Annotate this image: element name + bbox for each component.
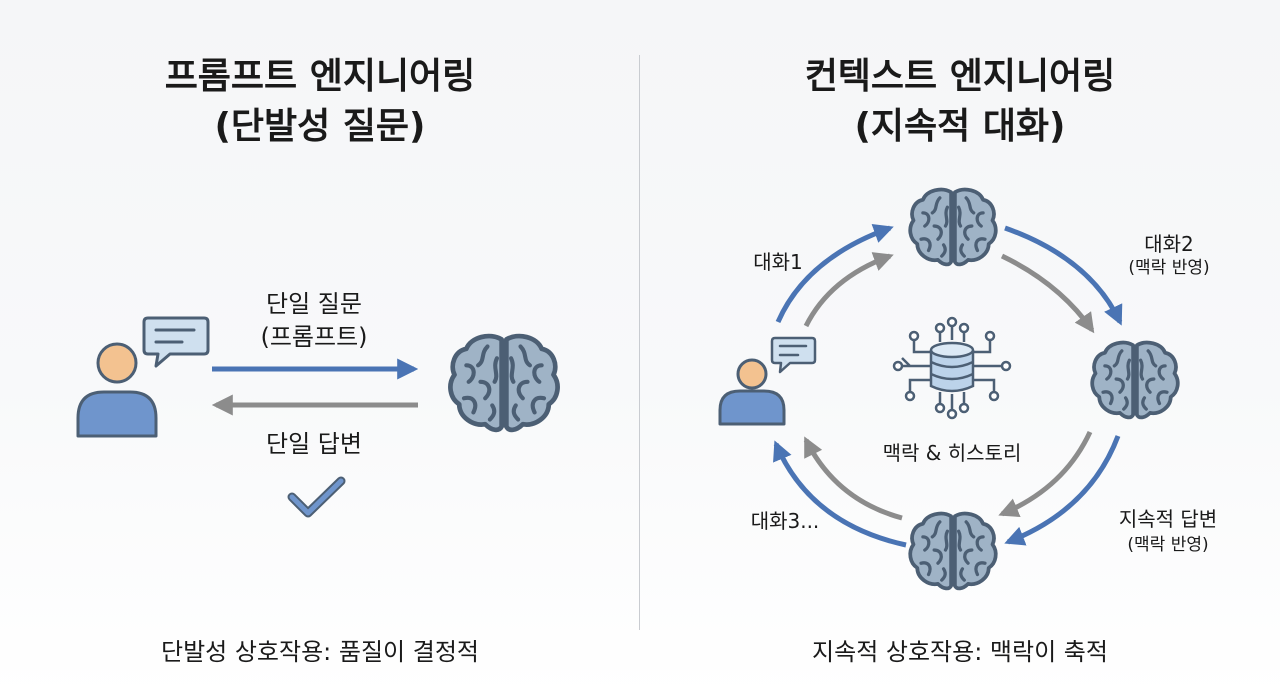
- answer-label: 지속적 답변: [1118, 507, 1218, 531]
- panel-divider: [639, 55, 640, 630]
- inner-arrow-2: [1000, 253, 1095, 334]
- prompt-engineering-panel: 프롬프트 엔지니어링 (단발성 질문): [76, 56, 640, 666]
- inner-arrow-4: [803, 436, 903, 521]
- turn2-arrow: [1004, 225, 1123, 326]
- turn3-arrow: [773, 440, 907, 548]
- turn3-label: 대화3...: [750, 509, 820, 533]
- left-caption: 단발성 상호작용: 품질이 결정적: [160, 638, 479, 666]
- speech-bubble-icon: [142, 316, 210, 368]
- turn2-label: 대화2: [1144, 232, 1194, 256]
- right-title: 컨텍스트 엔지니어링: [804, 56, 1116, 97]
- turn2-note: (맥락 반영): [1128, 258, 1210, 278]
- answer-note: (맥락 반영): [1127, 535, 1209, 555]
- inner-arrow-1: [803, 252, 894, 328]
- database-network-icon: [892, 316, 1012, 420]
- answer-label: 단일 답변: [266, 430, 362, 458]
- inner-arrow-3: [998, 430, 1093, 518]
- right-diagram: [718, 187, 1180, 591]
- right-subtitle: (지속적 대화): [854, 106, 1066, 147]
- center-label: 맥락 & 히스토리: [882, 441, 1022, 465]
- brain-icon: [450, 336, 557, 430]
- question-sublabel: (프롬프트): [260, 323, 368, 351]
- turn1-arrow: [775, 223, 894, 324]
- turn1-label: 대화1: [753, 250, 803, 274]
- context-engineering-panel: 컨텍스트 엔지니어링 (지속적 대화): [640, 0, 1280, 698]
- brain-icon-bottom: [908, 511, 998, 591]
- left-diagram: [76, 316, 640, 518]
- user-icon: [76, 342, 158, 438]
- right-caption: 지속적 상호작용: 맥락이 축적: [812, 638, 1108, 666]
- answer-arrow-blue: [1004, 435, 1121, 546]
- left-subtitle: (단발성 질문): [214, 106, 426, 147]
- brain-icon-right: [1090, 340, 1180, 420]
- question-label: 단일 질문: [266, 290, 362, 318]
- left-title: 프롬프트 엔지니어링: [164, 56, 476, 97]
- user-icon: [718, 358, 786, 426]
- speech-bubble-icon: [770, 336, 817, 374]
- brain-icon-top: [908, 187, 998, 267]
